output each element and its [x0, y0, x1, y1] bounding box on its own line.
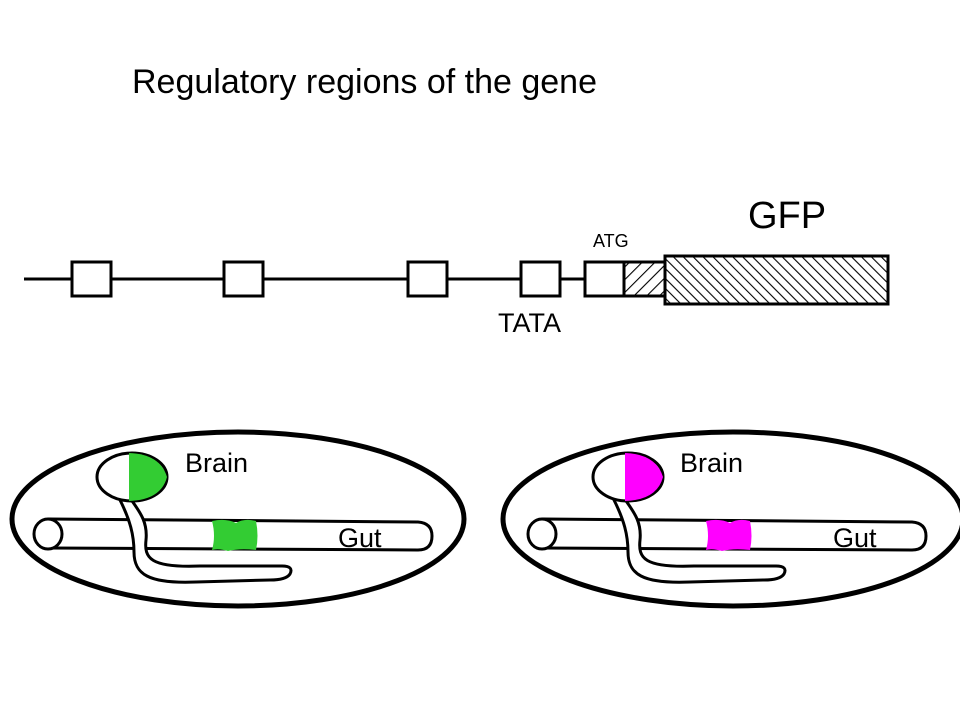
regulatory-element-box — [406, 260, 449, 298]
brain-expression-region — [625, 453, 663, 501]
atg-label: ATG — [593, 231, 629, 251]
gut-label: Gut — [338, 523, 382, 553]
gut-label: Gut — [833, 523, 877, 553]
regulatory-element-box — [70, 260, 113, 298]
gene-construct: GFP ATG TATA — [24, 195, 890, 338]
brain-expression-region — [129, 453, 167, 501]
nerve-cord — [612, 492, 787, 584]
gfp-coding-region — [663, 254, 890, 306]
gut-expression-region — [706, 519, 752, 551]
gut-end-cap — [32, 517, 64, 551]
brain-label: Brain — [185, 448, 248, 478]
tata-box-element — [519, 260, 562, 298]
tata-label: TATA — [498, 308, 561, 338]
page-title: Regulatory regions of the gene — [132, 63, 597, 101]
gfp-label: GFP — [748, 195, 826, 237]
leader-segment — [622, 260, 667, 298]
gut-expression-region — [212, 519, 258, 551]
brain-label: Brain — [680, 448, 743, 478]
organism-left: Brain Gut — [9, 429, 467, 609]
organism-right: Brain Gut — [500, 429, 960, 609]
regulatory-element-box — [583, 260, 626, 298]
regulatory-element-box — [222, 260, 265, 298]
nerve-cord — [118, 492, 293, 584]
gut-end-cap — [526, 517, 558, 551]
